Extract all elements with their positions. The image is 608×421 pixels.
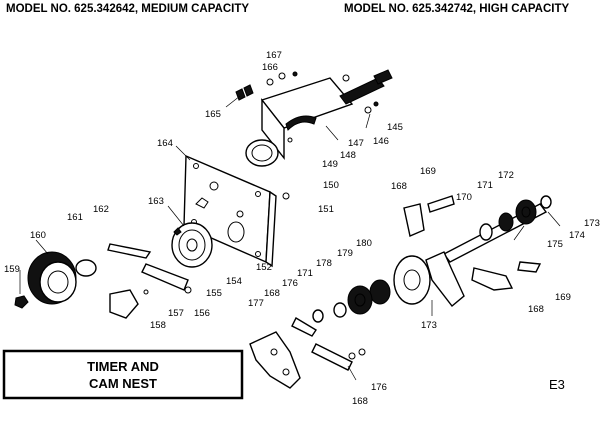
callout-169-a: 169 xyxy=(420,166,436,177)
callout-169-b: 169 xyxy=(555,292,571,303)
timer-knob xyxy=(14,251,97,309)
callout-164: 164 xyxy=(157,138,173,149)
title-box: TIMER AND CAM NEST xyxy=(2,349,244,400)
callout-170: 170 xyxy=(456,192,472,203)
callout-168-c: 168 xyxy=(528,304,544,315)
callout-146: 146 xyxy=(373,136,389,147)
cam-shaft-assembly xyxy=(393,195,552,308)
callout-175: 175 xyxy=(547,239,563,250)
page-code: E3 xyxy=(549,377,565,392)
callout-173-a: 173 xyxy=(584,218,600,229)
callout-150: 150 xyxy=(323,180,339,191)
callout-147: 147 xyxy=(348,138,364,149)
title-line-2: CAM NEST xyxy=(89,376,157,391)
callout-172: 172 xyxy=(498,170,514,181)
callout-145: 145 xyxy=(387,122,403,133)
callout-168-b: 168 xyxy=(391,181,407,192)
callout-180: 180 xyxy=(356,238,372,249)
leader-lines xyxy=(19,95,561,381)
callout-176-a: 176 xyxy=(282,278,298,289)
callout-154: 154 xyxy=(226,276,242,287)
mounting-plate xyxy=(183,154,277,268)
callout-171-b: 171 xyxy=(477,180,493,191)
callout-177: 177 xyxy=(248,298,264,309)
callout-168-a: 168 xyxy=(264,288,280,299)
callout-176-b: 176 xyxy=(371,382,387,393)
cam-gear xyxy=(171,197,213,268)
callout-174: 174 xyxy=(569,230,585,241)
callout-160: 160 xyxy=(30,230,46,241)
callout-152: 152 xyxy=(256,262,272,273)
callout-158: 158 xyxy=(150,320,166,331)
lever-assembly-left xyxy=(107,243,192,319)
header-model-medium: MODEL NO. 625.342642, MEDIUM CAPACITY xyxy=(6,3,249,15)
timer-motor xyxy=(235,69,393,200)
callout-179: 179 xyxy=(337,248,353,259)
title-line-1: TIMER AND xyxy=(87,359,159,374)
callout-173-b: 173 xyxy=(421,320,437,331)
callout-167: 167 xyxy=(266,50,282,61)
callout-159: 159 xyxy=(4,264,20,275)
callout-161: 161 xyxy=(67,212,83,223)
callout-162: 162 xyxy=(93,204,109,215)
callout-156: 156 xyxy=(194,308,210,319)
callout-165: 165 xyxy=(205,109,221,120)
header-model-high: MODEL NO. 625.342742, HIGH CAPACITY xyxy=(344,3,570,15)
callout-163: 163 xyxy=(148,196,164,207)
callout-155: 155 xyxy=(206,288,222,299)
callout-151: 151 xyxy=(318,204,334,215)
callout-171-a: 171 xyxy=(297,268,313,279)
callout-166: 166 xyxy=(262,62,278,73)
lower-cam-stack xyxy=(249,279,391,389)
callout-157: 157 xyxy=(168,308,184,319)
callout-178: 178 xyxy=(316,258,332,269)
callout-168-d: 168 xyxy=(352,396,368,407)
callout-148: 148 xyxy=(340,150,356,161)
callout-149: 149 xyxy=(322,159,338,170)
